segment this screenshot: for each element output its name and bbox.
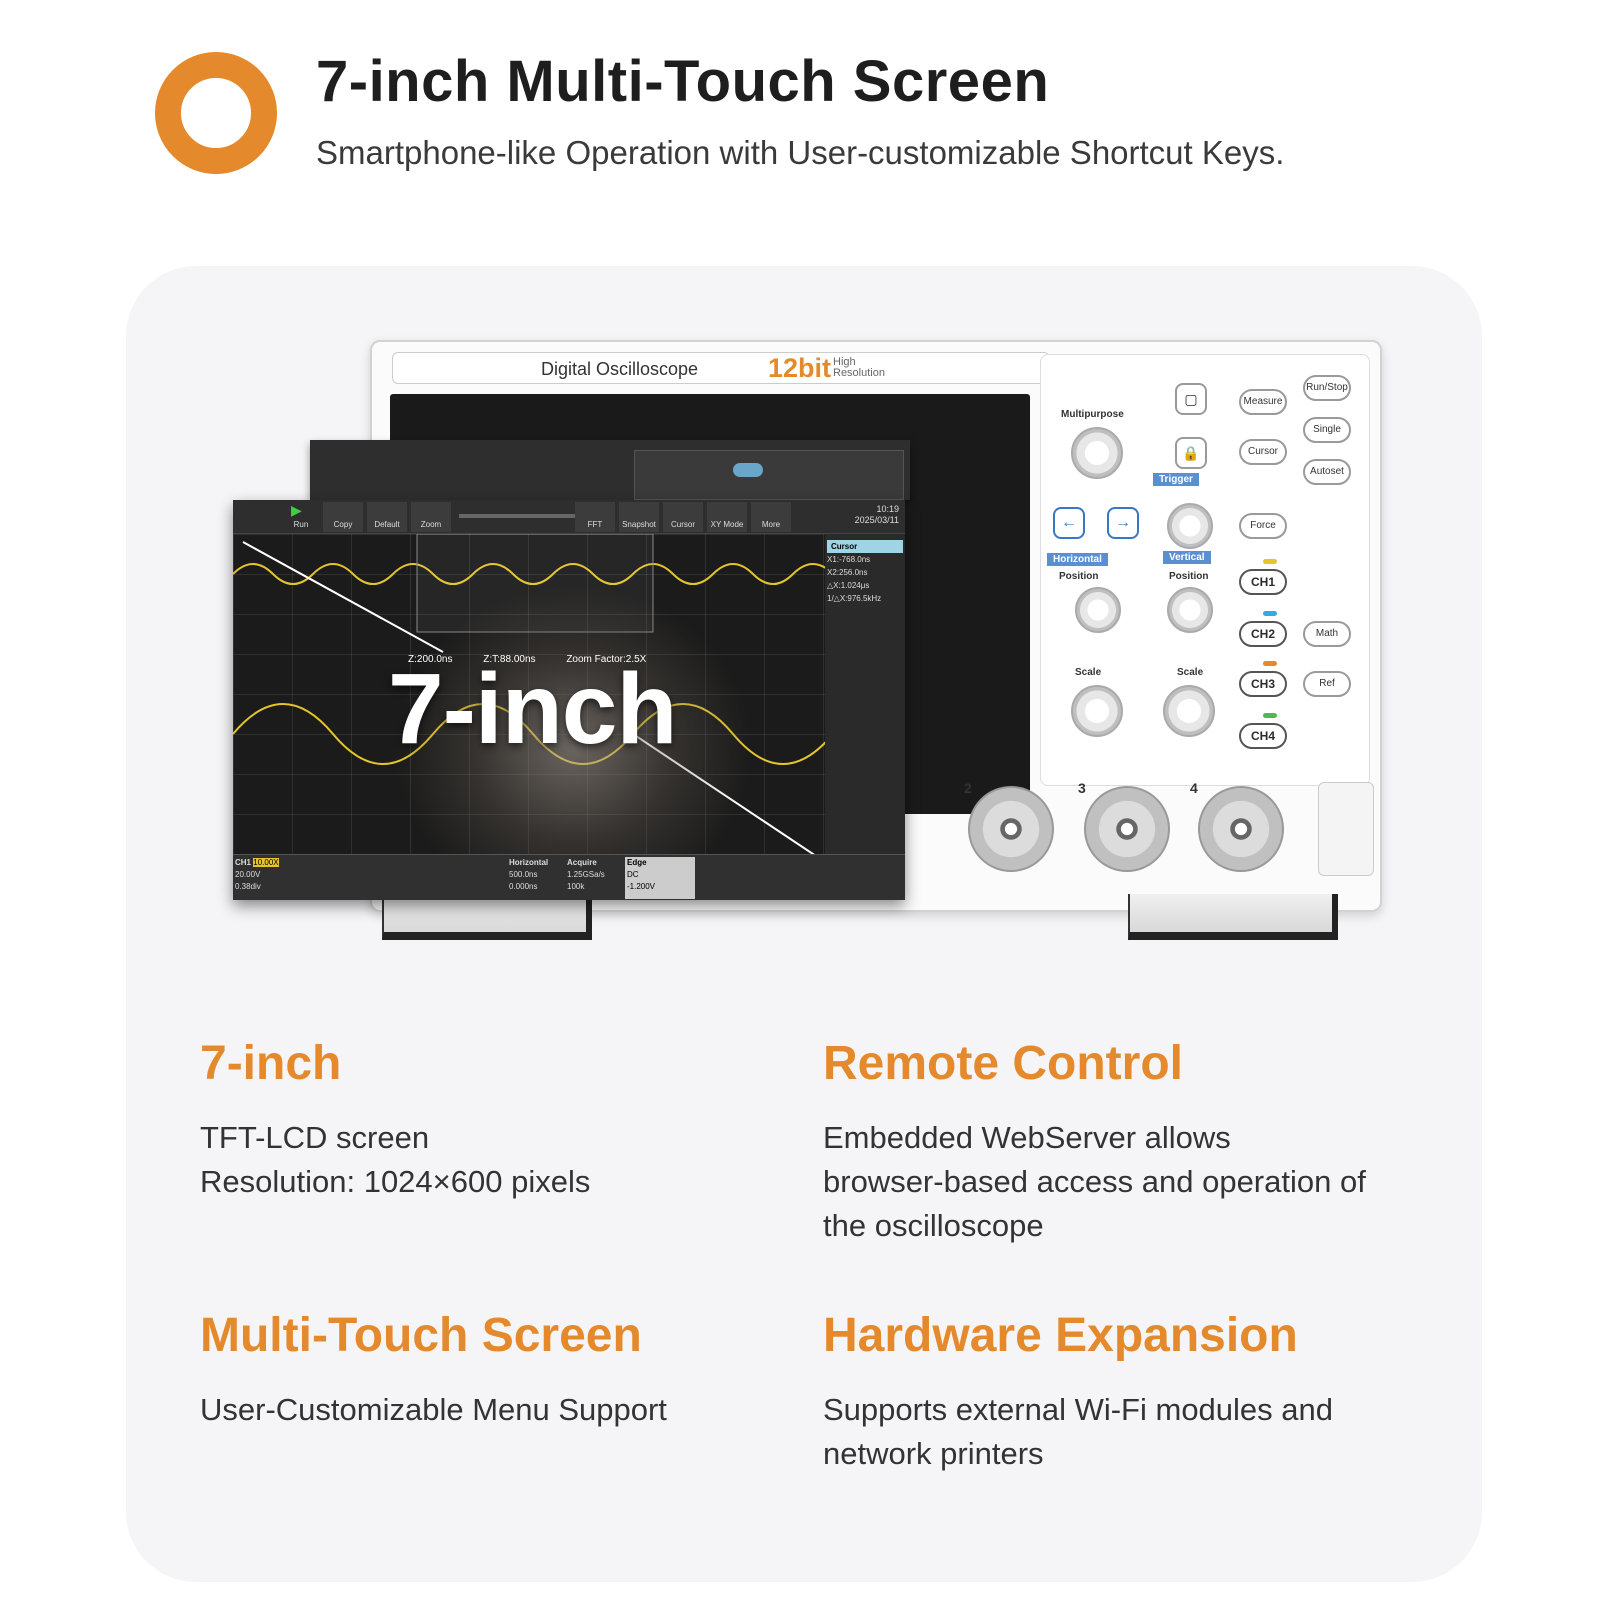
v-position-knob[interactable] [1167, 587, 1213, 633]
h-position-label: Position [1059, 571, 1099, 582]
h-position-knob[interactable] [1075, 587, 1121, 633]
ch1-color-icon [1263, 559, 1277, 564]
trigger-status[interactable]: Edge DC -1.200V [625, 857, 695, 899]
cursor-header: Cursor [827, 540, 903, 553]
finger-glow [393, 584, 753, 900]
v-scale-label: Scale [1177, 667, 1204, 678]
horizontal-tag: Horizontal [1047, 553, 1108, 566]
trigger-tag: Trigger [1153, 473, 1199, 486]
bit-logo: 12bit [768, 353, 832, 383]
feature-title-remote-control: Remote Control [823, 1037, 1183, 1090]
ch1-button[interactable]: CH1 [1239, 569, 1287, 595]
bnc-input-4[interactable] [1198, 786, 1284, 872]
run-stop-button[interactable]: Run/Stop [1303, 375, 1351, 401]
autoset-button[interactable]: Autoset [1303, 459, 1351, 485]
probe-comp-panel [1318, 782, 1374, 876]
fft-button[interactable]: FFT [575, 502, 615, 532]
zoom-z-label: Z:200.0ns [408, 654, 453, 665]
xy-mode-button[interactable]: XY Mode [707, 502, 747, 532]
timebase-slider[interactable] [459, 514, 579, 518]
lock-icon[interactable]: 🔒 [1175, 437, 1207, 469]
v-position-label: Position [1169, 571, 1209, 582]
cursor-x2: X2:256.0ns [827, 568, 868, 577]
touch-screen-overlay: ▶ Run Copy Default Zoom FFT Snapshot Cur… [233, 500, 905, 900]
cursor-readout: Cursor X1:-768.0ns X2:256.0ns △X:1.024μs… [827, 540, 903, 612]
waveform-grid: Z:200.0ns Z:T:88.00ns Zoom Factor:2.5X 7… [233, 534, 825, 900]
dvm-switch-toggle[interactable] [733, 463, 763, 477]
feature-title-hardware-expansion: Hardware Expansion [823, 1309, 1298, 1362]
ring-logo-icon [155, 52, 277, 174]
cursor-x1: X1:-768.0ns [827, 555, 871, 564]
default-button[interactable]: Default [367, 502, 407, 532]
zoom-button[interactable]: Zoom [411, 502, 451, 532]
feature-desc-7inch: TFT-LCD screen Resolution: 1024×600 pixe… [200, 1120, 591, 1199]
ch3-color-icon [1263, 661, 1277, 666]
bnc-input-2[interactable] [968, 786, 1054, 872]
ch1-status[interactable]: CH1 10.00X 20.00V 0.38div [235, 858, 279, 891]
input-4-label: 4 [1190, 780, 1198, 796]
measure-button[interactable]: Measure [1239, 389, 1287, 415]
screen-side-panel [825, 534, 905, 854]
ref-button[interactable]: Ref [1303, 671, 1351, 697]
bnc-input-3[interactable] [1084, 786, 1170, 872]
left-foot [382, 894, 592, 940]
feature-desc-remote-control: Embedded WebServer allows browser-based … [823, 1120, 1366, 1243]
right-foot [1128, 894, 1338, 940]
page-subtitle: Smartphone-like Operation with User-cust… [316, 134, 1285, 171]
ch4-button[interactable]: CH4 [1239, 723, 1287, 749]
run-icon: ▶ [291, 502, 302, 518]
h-scale-knob[interactable] [1071, 685, 1123, 737]
feature-desc-multi-touch: User-Customizable Menu Support [200, 1392, 667, 1427]
control-panel: Multipurpose ▢ 🔒 Measure Cursor Run/Stop… [1040, 354, 1370, 786]
right-arrow-icon[interactable]: → [1107, 507, 1139, 539]
feature-desc-hardware-expansion: Supports external Wi-Fi modules and netw… [823, 1392, 1334, 1471]
trigger-knob[interactable] [1167, 503, 1213, 549]
screen-toolbar: ▶ Run Copy Default Zoom FFT Snapshot Cur… [233, 500, 905, 534]
ch3-button[interactable]: CH3 [1239, 671, 1287, 697]
cursor-tool-button[interactable]: Cursor [663, 502, 703, 532]
page-title: 7-inch Multi-Touch Screen [316, 49, 1050, 114]
cursor-inv-dx: 1/△X:976.5kHz [827, 594, 882, 603]
cursor-dx: △X:1.024μs [827, 581, 870, 590]
multipurpose-label: Multipurpose [1061, 409, 1124, 420]
feature-title-multi-touch: Multi-Touch Screen [200, 1309, 642, 1362]
input-2-label: 2 [964, 780, 972, 796]
feature-title-7inch: 7-inch [200, 1037, 342, 1090]
ch2-button[interactable]: CH2 [1239, 621, 1287, 647]
horizontal-status[interactable]: Horizontal 500.0ns 0.000ns [509, 858, 549, 891]
run-button[interactable]: Run [293, 520, 309, 529]
snapshot-button[interactable]: Snapshot [619, 502, 659, 532]
zoom-info: Z:200.0ns Z:T:88.00ns Zoom Factor:2.5X [408, 654, 646, 665]
more-button[interactable]: More [751, 502, 791, 532]
v-scale-knob[interactable] [1163, 685, 1215, 737]
cursor-button[interactable]: Cursor [1239, 439, 1287, 465]
h-scale-label: Scale [1075, 667, 1102, 678]
zoom-zt-label: Z:T:88.00ns [483, 654, 536, 665]
screenshot-button[interactable]: ▢ [1175, 383, 1207, 415]
left-arrow-icon[interactable]: ← [1053, 507, 1085, 539]
copy-button[interactable]: Copy [323, 502, 363, 532]
vertical-tag: Vertical [1163, 551, 1211, 564]
acquire-status[interactable]: Acquire 1.25GSa/s 100k [567, 858, 605, 891]
force-button[interactable]: Force [1239, 513, 1287, 539]
ch2-color-icon [1263, 611, 1277, 616]
device-label: Digital Oscilloscope [541, 359, 699, 379]
ch4-color-icon [1263, 713, 1277, 718]
single-button[interactable]: Single [1303, 417, 1351, 443]
input-3-label: 3 [1078, 780, 1086, 796]
math-button[interactable]: Math [1303, 621, 1351, 647]
seven-inch-label: 7-inch [388, 653, 677, 765]
multipurpose-knob[interactable] [1071, 427, 1123, 479]
status-bar: CH1 10.00X 20.00V 0.38div Horizontal 500… [233, 854, 905, 900]
zoom-factor-label: Zoom Factor:2.5X [566, 654, 647, 665]
dvm-dialog [634, 450, 904, 500]
